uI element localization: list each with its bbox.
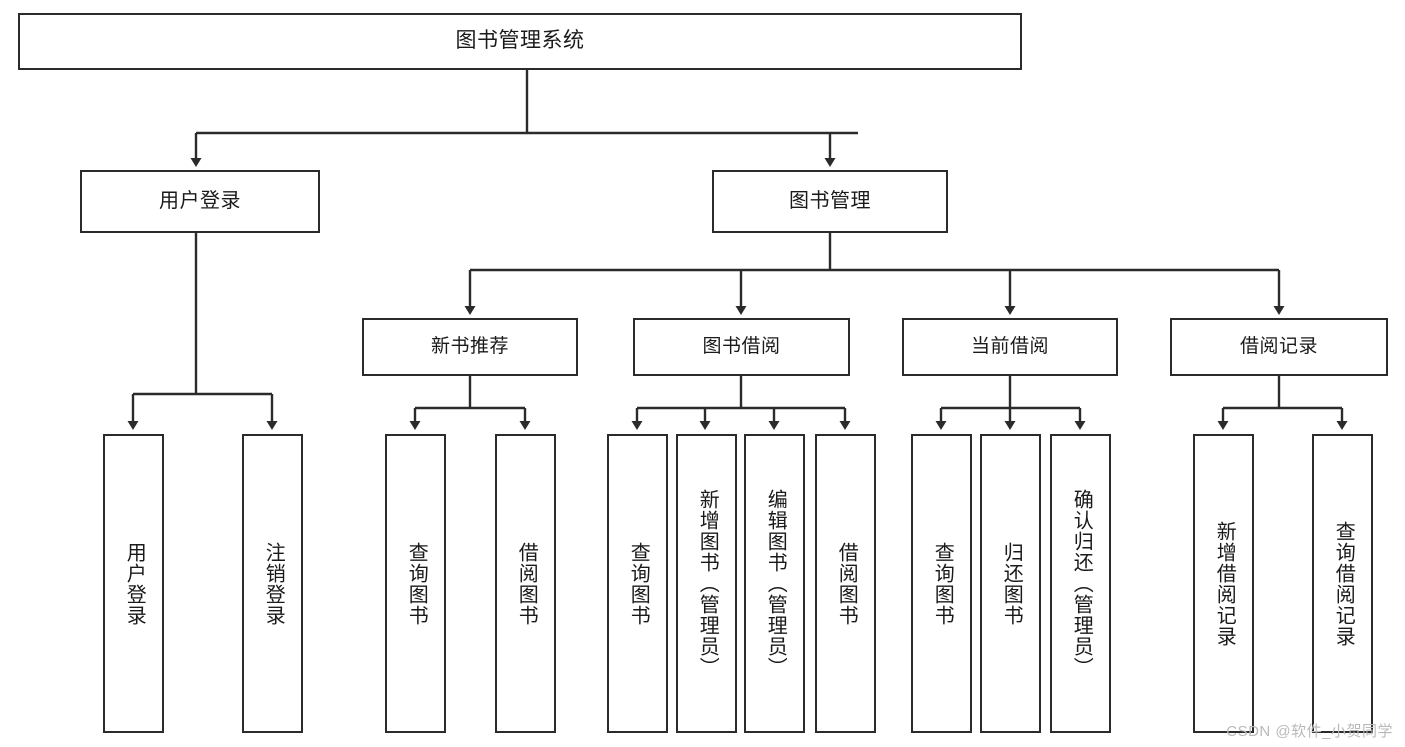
- leaf-record-query-record[interactable]: 查询借阅记录: [1312, 434, 1373, 733]
- leaf-recommend-query-book[interactable]: 查询图书: [385, 434, 446, 733]
- node-label: 图书管理: [789, 189, 871, 212]
- leaf-current-query-book[interactable]: 查询图书: [911, 434, 972, 733]
- node-label: 借阅图书: [835, 541, 858, 626]
- node-borrow-record[interactable]: 借阅记录: [1170, 318, 1388, 376]
- leaf-user-login[interactable]: 用户登录: [103, 434, 164, 733]
- node-label: 图书借阅: [702, 335, 781, 357]
- node-label: 查询图书: [405, 541, 428, 626]
- node-label: 查询图书: [931, 541, 954, 626]
- leaf-user-logout[interactable]: 注销登录: [242, 434, 303, 733]
- node-label: 归还图书: [1000, 541, 1023, 626]
- leaf-record-add-record[interactable]: 新增借阅记录: [1193, 434, 1254, 733]
- node-book-borrow[interactable]: 图书借阅: [633, 318, 850, 376]
- node-label: 当前借阅: [970, 335, 1049, 357]
- leaf-current-return-book[interactable]: 归还图书: [980, 434, 1041, 733]
- leaf-borrow-query-book[interactable]: 查询图书: [607, 434, 668, 733]
- node-label: 查询借阅记录: [1332, 520, 1355, 647]
- node-label: 借阅图书: [515, 541, 538, 626]
- node-label: 新增图书（管理员）: [696, 489, 719, 678]
- node-book-management[interactable]: 图书管理: [712, 170, 948, 233]
- node-current-borrow[interactable]: 当前借阅: [902, 318, 1118, 376]
- node-label: 新增借阅记录: [1213, 520, 1236, 647]
- leaf-borrow-add-book[interactable]: 新增图书（管理员）: [676, 434, 737, 733]
- node-user-login[interactable]: 用户登录: [80, 170, 320, 233]
- node-label: 借阅记录: [1239, 335, 1318, 357]
- node-label: 查询图书: [627, 541, 650, 626]
- node-book-management-system[interactable]: 图书管理系统: [18, 13, 1022, 70]
- node-label: 新书推荐: [430, 335, 509, 357]
- leaf-current-confirm-return[interactable]: 确认归还（管理员）: [1050, 434, 1111, 733]
- node-label: 用户登录: [159, 189, 241, 212]
- leaf-borrow-edit-book[interactable]: 编辑图书（管理员）: [744, 434, 805, 733]
- node-new-book-recommend[interactable]: 新书推荐: [362, 318, 578, 376]
- leaf-borrow-borrow-book[interactable]: 借阅图书: [815, 434, 876, 733]
- node-label: 注销登录: [262, 541, 285, 626]
- node-label: 用户登录: [123, 541, 146, 626]
- leaf-recommend-borrow-book[interactable]: 借阅图书: [495, 434, 556, 733]
- node-label: 确认归还（管理员）: [1070, 489, 1093, 678]
- watermark-text: CSDN @软件_小贺同学: [1226, 723, 1393, 740]
- node-label: 图书管理系统: [455, 29, 585, 53]
- node-label: 编辑图书（管理员）: [764, 489, 787, 678]
